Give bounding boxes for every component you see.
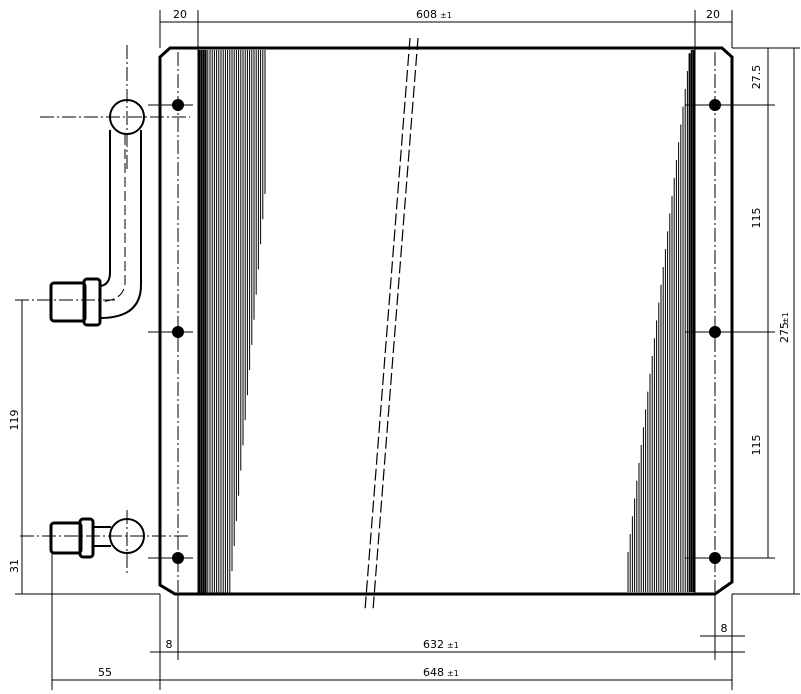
dim-overall-height-tol: ±1 — [781, 312, 790, 324]
dim-core-width-tol: ±1 — [440, 11, 452, 20]
frame — [158, 46, 734, 596]
dim-overall-width-tol: ±1 — [447, 669, 459, 678]
mounting-holes — [148, 99, 730, 564]
dimensions: 20 608 ±1 20 27.5 115 115 275 ±1 119 31 … — [8, 8, 800, 690]
inlet-pipe — [15, 45, 190, 327]
dim-right-pitch-2: 115 — [750, 435, 763, 456]
dim-overall-width: 648 — [423, 666, 444, 679]
dim-right-offset: 27.5 — [750, 65, 763, 90]
dim-top-left: 20 — [173, 8, 187, 21]
break-lines — [364, 37, 419, 611]
dim-bottom-port: 31 — [8, 559, 21, 573]
dim-hole-spacing-tol: ±1 — [447, 641, 459, 650]
dim-right-pitch-1: 115 — [750, 208, 763, 229]
dim-port-projection: 55 — [98, 666, 112, 679]
dim-hole-spacing: 632 — [423, 638, 444, 651]
outlet-pipe — [20, 510, 190, 575]
dim-top-right: 20 — [706, 8, 720, 21]
dim-overall-height: 275 — [778, 322, 791, 343]
dim-bottom-right-inset: 8 — [721, 622, 728, 635]
dim-port-spacing: 119 — [8, 410, 21, 431]
dim-core-width: 608 — [416, 8, 437, 21]
fin-core — [198, 50, 695, 594]
dim-bottom-left-inset: 8 — [166, 638, 173, 651]
